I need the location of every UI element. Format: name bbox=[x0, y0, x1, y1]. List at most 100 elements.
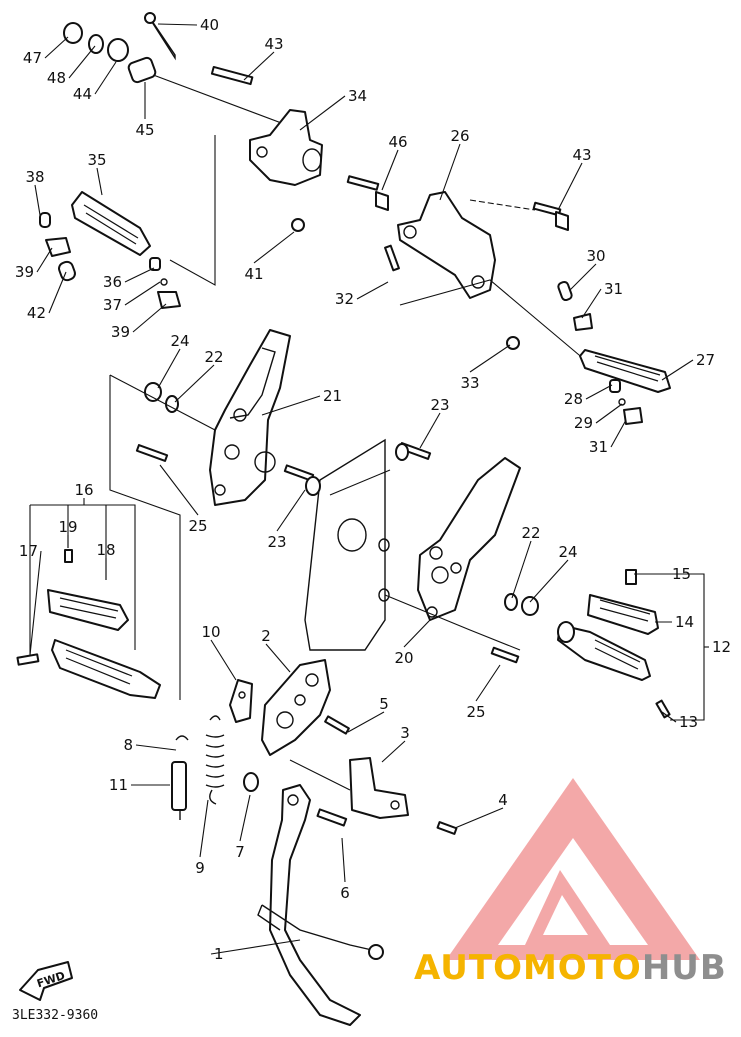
leader-line-40 bbox=[157, 23, 198, 26]
callout-label-42: 42 bbox=[27, 304, 46, 322]
rear-left-hardware bbox=[109, 374, 321, 700]
callout-label-13: 13 bbox=[679, 713, 698, 731]
callout-label-8: 8 bbox=[123, 736, 133, 754]
leader-line-37 bbox=[124, 281, 161, 306]
callout-label-37: 37 bbox=[103, 296, 122, 314]
leader-line-22b bbox=[511, 540, 532, 599]
callout-label-44: 44 bbox=[73, 85, 92, 103]
leader-line-43 bbox=[243, 51, 275, 81]
callout-label-17: 17 bbox=[19, 542, 38, 560]
callout-label-27: 27 bbox=[696, 351, 715, 369]
leader-line-9 bbox=[199, 799, 209, 858]
callout-label-7: 7 bbox=[235, 843, 245, 861]
leader-line-17 bbox=[29, 550, 42, 656]
callout-label-28: 28 bbox=[564, 390, 583, 408]
callout-label-34: 34 bbox=[348, 87, 367, 105]
callout-label-22: 22 bbox=[204, 348, 223, 366]
automotohub-watermark: AUTOMOTOHUB bbox=[414, 948, 727, 988]
watermark-word-automoto: AUTOMOTO bbox=[414, 948, 642, 988]
callout-label-11: 11 bbox=[109, 776, 128, 794]
leader-line-29 bbox=[595, 403, 623, 424]
callout-label-24: 24 bbox=[170, 332, 189, 350]
leader-line-2 bbox=[265, 643, 291, 673]
leader-line-20 bbox=[403, 619, 431, 648]
leader-line-3 bbox=[381, 740, 406, 763]
leader-line-36 bbox=[124, 267, 155, 283]
callout-label-16: 16 bbox=[74, 481, 93, 499]
leader-line-24b bbox=[529, 559, 569, 603]
callout-label-24b: 24 bbox=[558, 543, 577, 561]
diagram-code: 3LE332-9360 bbox=[12, 1008, 99, 1023]
callout-label-32: 32 bbox=[335, 290, 354, 308]
callout-label-3: 3 bbox=[400, 724, 410, 742]
callout-label-9: 9 bbox=[195, 859, 205, 877]
callout-label-38: 38 bbox=[25, 168, 44, 186]
callout-label-43: 43 bbox=[264, 35, 283, 53]
leader-line-8 bbox=[135, 744, 177, 751]
leader-line-39b bbox=[132, 303, 167, 333]
leader-line-22 bbox=[174, 364, 215, 403]
rear-footrest-left bbox=[16, 504, 161, 699]
leader-line-38 bbox=[34, 184, 41, 216]
leader-line-4 bbox=[454, 807, 504, 829]
watermark-word-hub: HUB bbox=[641, 948, 727, 988]
callout-label-39b: 39 bbox=[111, 323, 130, 341]
callout-label-48: 48 bbox=[47, 69, 66, 87]
rear-footrest-bracket-left bbox=[209, 329, 291, 506]
callout-label-10: 10 bbox=[201, 623, 220, 641]
leader-line-39 bbox=[36, 247, 53, 273]
leader-line-30 bbox=[569, 263, 597, 291]
callout-label-19: 19 bbox=[58, 518, 77, 536]
leader-line-25b bbox=[475, 664, 501, 702]
callout-label-29: 29 bbox=[574, 414, 593, 432]
callout-label-12: 12 bbox=[712, 638, 731, 656]
rear-right-hardware bbox=[384, 442, 539, 664]
leader-line-41 bbox=[253, 231, 295, 264]
callout-label-25b: 25 bbox=[466, 703, 485, 721]
leader-line-46 bbox=[381, 149, 399, 191]
callout-label-35: 35 bbox=[87, 151, 106, 169]
callout-label-21: 21 bbox=[323, 387, 342, 405]
callout-label-2: 2 bbox=[261, 627, 271, 645]
callout-label-40: 40 bbox=[200, 16, 219, 34]
leader-line-47 bbox=[44, 36, 69, 59]
footrest-front-left bbox=[39, 135, 216, 309]
leader-line-31 bbox=[581, 288, 602, 319]
leader-line-6 bbox=[341, 837, 346, 883]
callout-label-25: 25 bbox=[188, 517, 207, 535]
callout-label-36: 36 bbox=[103, 273, 122, 291]
footrest-front-right bbox=[557, 280, 671, 425]
callout-label-26: 26 bbox=[450, 127, 469, 145]
callout-label-39: 39 bbox=[15, 263, 34, 281]
leader-line-34 bbox=[299, 95, 346, 131]
forward-arrow: FWD bbox=[19, 961, 73, 1001]
callout-label-23b: 23 bbox=[430, 396, 449, 414]
footrest-bracket-front-right bbox=[384, 191, 586, 361]
callout-label-6: 6 bbox=[340, 884, 350, 902]
callout-label-43b: 43 bbox=[572, 146, 591, 164]
frame-section bbox=[304, 438, 391, 651]
callout-leader-lines bbox=[29, 23, 709, 955]
callout-label-45: 45 bbox=[135, 121, 154, 139]
leader-line-44 bbox=[94, 61, 117, 95]
callout-label-1: 1 bbox=[214, 945, 224, 963]
rear-footrest-bracket-right bbox=[417, 457, 521, 621]
leader-line-1 bbox=[210, 939, 301, 955]
sidestand-bracket bbox=[261, 659, 350, 756]
leader-line-35 bbox=[96, 167, 103, 196]
leader-line-42 bbox=[48, 271, 67, 314]
leader-line-13 bbox=[661, 711, 677, 723]
callout-label-30: 30 bbox=[586, 247, 605, 265]
callout-label-5: 5 bbox=[379, 695, 389, 713]
leader-line-27 bbox=[661, 359, 694, 381]
leader-line-10 bbox=[210, 639, 237, 681]
sidestand-springs bbox=[171, 715, 348, 827]
leader-line-5 bbox=[347, 711, 385, 733]
leader-line-21 bbox=[261, 395, 321, 416]
leader-line-24 bbox=[157, 348, 181, 389]
callout-label-31: 31 bbox=[604, 280, 623, 298]
rear-footrest-right bbox=[557, 569, 705, 721]
